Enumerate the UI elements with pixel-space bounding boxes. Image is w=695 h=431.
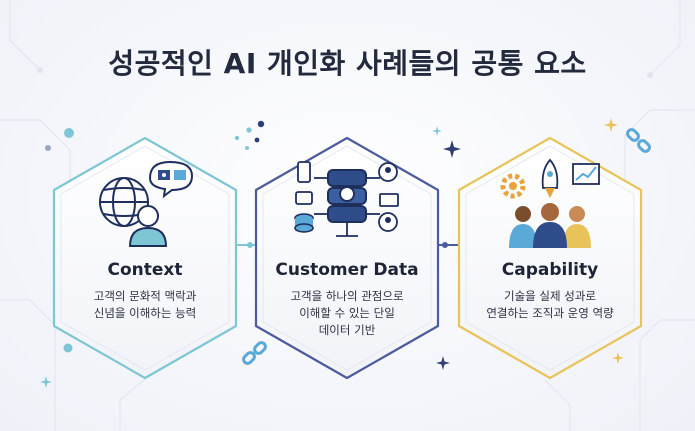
card-description: 기술을 실제 성과로 연결하는 조직과 운영 역량	[470, 288, 630, 322]
dot-icon	[63, 343, 73, 353]
desc-line: 기술을 실제 성과로	[504, 289, 596, 303]
card-description: 고객의 문화적 맥락과 신념을 이해하는 능력	[65, 288, 225, 322]
desc-line: 데이터 기반	[318, 323, 376, 337]
dot-icon	[45, 145, 51, 151]
card-title: Customer Data	[275, 260, 419, 280]
desc-line: 고객의 문화적 맥락과	[93, 289, 197, 303]
card-description: 고객을 하나의 관점으로 이해할 수 있는 단일 데이터 기반	[267, 288, 427, 339]
link-chain-icon	[626, 128, 651, 153]
sparkle-icon	[443, 140, 461, 158]
sparkle-icon	[40, 376, 52, 388]
desc-line: 연결하는 조직과 운영 역량	[486, 306, 614, 320]
page-title: 성공적인 AI 개인화 사례들의 공통 요소	[108, 47, 587, 80]
globe-person-icon	[99, 160, 194, 247]
team-rocket-icon	[500, 158, 600, 248]
sparkle-icon	[432, 126, 442, 136]
dot-icon	[64, 128, 74, 138]
card-title: Capability	[501, 260, 599, 280]
card-title: Context	[107, 260, 183, 280]
card-context: Context 고객의 문화적 맥락과 신념을 이해하는 능력	[50, 134, 240, 382]
card-customer-data: Customer Data 고객을 하나의 관점으로 이해할 수 있는 단일 데…	[252, 134, 442, 382]
desc-line: 이해할 수 있는 단일	[299, 306, 395, 320]
database-devices-icon	[294, 161, 399, 237]
sparkle-icon	[436, 356, 450, 370]
sparkle-icon	[612, 352, 624, 364]
decor-dots-icon	[234, 120, 265, 150]
desc-line: 신념을 이해하는 능력	[93, 306, 197, 320]
link-chain-icon	[242, 341, 267, 365]
sparkle-icon	[604, 118, 618, 132]
desc-line: 고객을 하나의 관점으로	[290, 289, 404, 303]
card-capability: Capability 기술을 실제 성과로 연결하는 조직과 운영 역량	[455, 134, 645, 382]
